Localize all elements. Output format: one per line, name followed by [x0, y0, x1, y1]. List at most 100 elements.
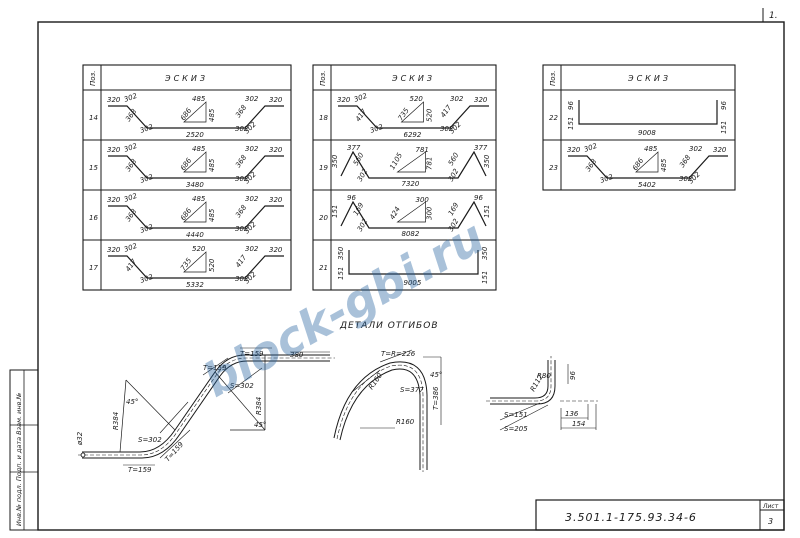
- d3-label: S=205: [504, 425, 528, 433]
- dimension-label: 485: [208, 108, 216, 122]
- length-label: 2520: [186, 131, 204, 139]
- dimension-label: 302: [599, 173, 615, 185]
- length-label: 5332: [186, 281, 204, 289]
- dimension-label: 300: [416, 196, 430, 204]
- length-label: 4440: [186, 231, 204, 239]
- length-label: 6292: [404, 131, 422, 139]
- dimension-label: 302: [235, 225, 249, 233]
- d1-label: T=159: [128, 466, 152, 474]
- d1-label: T=159: [203, 364, 227, 372]
- header-sketch: ЭСКИЗ: [391, 74, 435, 83]
- rebar-shape: [348, 250, 479, 275]
- dimension-label: 300: [426, 206, 434, 220]
- dimension-label: 350: [483, 154, 491, 168]
- drawing-code: 3.501.1-175.93.34-6: [565, 511, 697, 524]
- bend-triangle: [183, 101, 207, 123]
- dimension-label: 320: [713, 146, 727, 154]
- dimension-label: 302: [245, 195, 259, 203]
- dimension-label: 686: [179, 156, 194, 172]
- d1-label: R384: [112, 412, 120, 430]
- dimension-label: 368: [234, 203, 249, 219]
- dimension-label: 96: [567, 101, 575, 110]
- header-sketch: ЭСКИЗ: [164, 74, 208, 83]
- dimension-label: 151: [567, 117, 575, 130]
- dimension-label: 151: [483, 205, 491, 218]
- dimension-label: 368: [124, 157, 139, 173]
- dimension-label: 302: [139, 273, 155, 285]
- position-number: 18: [319, 114, 328, 122]
- rebar-shape: [108, 105, 284, 129]
- bend-triangle: [183, 201, 207, 223]
- dimension-label: 320: [107, 246, 121, 254]
- rebar-shape: [108, 255, 284, 279]
- d1-label: 45°: [254, 421, 266, 429]
- header-pos: Поз.: [319, 71, 327, 87]
- dimension-label: 320: [269, 96, 283, 104]
- detail-bend-2: [333, 349, 442, 472]
- position-number: 15: [89, 164, 98, 172]
- position-number: 22: [549, 114, 558, 122]
- dimension-label: 368: [584, 157, 599, 173]
- side-stamp: Инв.№ подл. Подп. и дата Взам. инв.№: [9, 369, 39, 531]
- dimension-label: 302: [139, 123, 155, 135]
- dimension-label: 368: [678, 153, 693, 169]
- dimension-label: 368: [234, 153, 249, 169]
- position-number: 14: [89, 114, 98, 122]
- d3-label: R80: [537, 372, 551, 380]
- dimension-label: 302: [235, 275, 249, 283]
- dimension-label: 686: [179, 206, 194, 222]
- dimension-label: 302: [679, 175, 693, 183]
- bend-triangle: [396, 201, 426, 223]
- dimension-label: 485: [192, 195, 206, 203]
- dimension-label: 417: [439, 103, 454, 119]
- dimension-label: 302: [123, 142, 139, 154]
- dimension-label: 302: [369, 123, 385, 135]
- dimension-label: 520: [192, 245, 206, 253]
- dimension-label: 302: [139, 223, 155, 235]
- d3-label: S=151: [504, 411, 528, 419]
- dimension-label: 377: [474, 144, 488, 152]
- dimension-label: 302: [245, 145, 259, 153]
- bend-triangle: [400, 101, 424, 123]
- dimension-label: 781: [426, 157, 434, 170]
- dimension-label: 320: [269, 146, 283, 154]
- page-number: 1.: [769, 11, 778, 21]
- dimension-label: 560: [447, 151, 461, 167]
- dimension-label: 1105: [388, 151, 404, 171]
- dimension-label: 368: [124, 107, 139, 123]
- d2-label: T=386: [432, 386, 440, 410]
- table-positions-18-21: Поз. ЭСКИЗ: [312, 64, 497, 291]
- position-number: 17: [89, 264, 98, 272]
- dimension-label: 417: [234, 253, 249, 269]
- position-number: 19: [319, 164, 328, 172]
- table-positions-14-17: Поз. ЭСКИЗ: [82, 64, 292, 291]
- dimension-label: 368: [124, 207, 139, 223]
- dimension-label: 302: [123, 242, 139, 254]
- dimension-label: 686: [179, 106, 194, 122]
- dimension-label: 520: [410, 95, 424, 103]
- dimension-label: 302: [245, 245, 259, 253]
- d3-label: 96: [569, 371, 577, 380]
- sheet-label: Лист: [762, 503, 779, 510]
- dimension-label: 151: [337, 267, 345, 280]
- dimension-label: 302: [450, 95, 464, 103]
- d3-label: 154: [572, 420, 585, 428]
- rebar-shape: [108, 205, 284, 229]
- dimension-label: 368: [234, 103, 249, 119]
- header-pos: Поз.: [89, 71, 97, 87]
- dimension-label: 350: [331, 154, 339, 168]
- d3-label: 136: [565, 410, 579, 418]
- sheet-number: 3: [768, 517, 773, 526]
- position-number: 20: [319, 214, 328, 222]
- d1-label: S=302: [138, 436, 162, 444]
- length-label: 8082: [402, 230, 420, 238]
- dimension-label: 320: [269, 196, 283, 204]
- title-block: 3.501.1-175.93.34-6 Лист 3: [535, 499, 785, 531]
- length-label: 3480: [186, 181, 204, 189]
- length-label: 7320: [402, 180, 420, 188]
